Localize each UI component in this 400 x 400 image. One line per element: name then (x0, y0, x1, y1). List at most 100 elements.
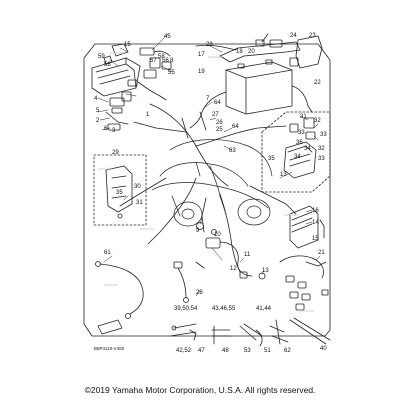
callout-19: 19 (198, 69, 205, 75)
atv-frame (151, 139, 273, 227)
callout-8: 8 (170, 58, 174, 64)
callout-36: 36 (296, 140, 303, 146)
rectifier-regulator (289, 205, 325, 249)
callout-39: 39,50,54 (174, 306, 198, 312)
svg-text:partzilla: partzilla (284, 212, 299, 217)
callout-32b: 32 (318, 146, 325, 152)
callout-48: 48 (222, 348, 229, 354)
callout-58b: 58 (158, 54, 165, 60)
callout-4: 4 (94, 96, 98, 102)
hardware-row (169, 317, 331, 347)
callout-29: 29 (112, 150, 119, 156)
ecu-clip (103, 55, 113, 65)
callout-10: 10 (214, 232, 221, 238)
callout-41: 41,44 (256, 306, 272, 312)
callout-12: 12 (230, 266, 237, 272)
svg-text:partzilla: partzilla (104, 282, 119, 287)
callout-64-label: 64 (232, 124, 239, 130)
callout-1: 1 (146, 112, 150, 118)
lower-sensor-leads (173, 261, 205, 303)
callout-58: 58 (104, 62, 111, 68)
callout-35: 35 (268, 156, 275, 162)
callout-33b: 33 (320, 132, 327, 138)
svg-text:partzilla: partzilla (208, 54, 223, 59)
callout-13: 13 (280, 172, 287, 178)
callout-55: 55 (168, 70, 175, 76)
battery-band (219, 41, 301, 63)
main-wire-harness (119, 103, 297, 247)
callout-25: 25 (216, 127, 223, 133)
callout-61: 61 (104, 250, 111, 256)
callout-43: 43,46,55 (212, 306, 236, 312)
callout-34b: 34 (294, 154, 301, 160)
callout-16: 16 (312, 208, 319, 214)
callout-6: 6 (104, 126, 108, 132)
callout-31: 31 (300, 114, 307, 120)
callout-3: 3 (112, 128, 116, 134)
sensor-lead-lower (231, 245, 266, 280)
callout-32: 32 (314, 118, 321, 124)
callout-17: 17 (198, 52, 205, 58)
callout-40: 40 (320, 346, 327, 352)
battery (225, 59, 293, 115)
battery-cable-negative (291, 85, 313, 113)
plate-code: B5P4110-V450 (94, 346, 125, 351)
watermarks: partzilla partzilla partzilla partzilla … (98, 50, 315, 313)
callout-2: 2 (96, 118, 100, 124)
callout-34: 34 (304, 146, 311, 152)
sensor-bracket (105, 165, 133, 219)
callout-7: 7 (206, 96, 210, 102)
svg-text:partzilla: partzilla (98, 166, 113, 171)
svg-text:partzilla: partzilla (140, 226, 155, 231)
callout-28b: 28 (196, 290, 203, 296)
callout-53: 53 (244, 348, 251, 354)
callout-23: 23 (309, 33, 316, 39)
fuse-box (283, 141, 317, 179)
svg-text:partzilla: partzilla (110, 50, 125, 55)
callout-30: 30 (134, 184, 141, 190)
relay-cluster-top-right (255, 33, 323, 69)
ignition-coil (196, 222, 253, 277)
callout-28: 28 (206, 42, 213, 48)
callout-33c: 33 (318, 156, 325, 162)
connector-bundle-lower-right (279, 255, 329, 311)
callout-64: 64 (214, 100, 221, 106)
battery-lead-lower-left (95, 261, 144, 319)
callout-59: 59 (98, 54, 105, 60)
callout-31b: 31 (136, 200, 143, 206)
leader-lines (97, 33, 321, 297)
battery-cable-positive (189, 91, 227, 129)
relay-pair (289, 117, 316, 140)
callout-20: 20 (248, 49, 255, 55)
callout-9: 9 (196, 228, 200, 234)
callout-33: 33 (298, 130, 305, 136)
callout-13b: 13 (262, 268, 269, 274)
callout-35b: 35 (116, 190, 123, 196)
callout-47: 47 (198, 348, 205, 354)
lead-wire-top (195, 44, 237, 51)
sensor-detail-box (93, 154, 147, 226)
copyright-notice: ©2019 Yamaha Motor Corporation, U.S.A. A… (84, 385, 316, 395)
callout-14: 14 (312, 220, 319, 226)
callout-56: 56 (162, 58, 169, 64)
bracket-lower-left (97, 319, 123, 335)
callout-51: 51 (264, 348, 271, 354)
callout-21: 21 (318, 250, 325, 256)
callout-57: 57 (150, 58, 157, 64)
callout-18: 18 (236, 49, 243, 55)
connector-cluster-top (105, 47, 172, 131)
callout-15: 15 (124, 42, 131, 48)
callout-15b: 15 (312, 236, 319, 242)
callout-26: 26 (216, 120, 223, 126)
callout-27: 27 (212, 112, 219, 118)
callout-5: 5 (96, 108, 100, 114)
callout-22: 22 (314, 80, 321, 86)
callout-62b: 62 (284, 348, 291, 354)
callout-63: 63 (229, 148, 236, 154)
callout-24: 24 (290, 33, 297, 39)
callout-11: 11 (244, 252, 251, 258)
callout-45: 45 (164, 34, 171, 40)
svg-text:partzilla: partzilla (300, 308, 315, 313)
callout-42: 42,52 (176, 348, 192, 354)
